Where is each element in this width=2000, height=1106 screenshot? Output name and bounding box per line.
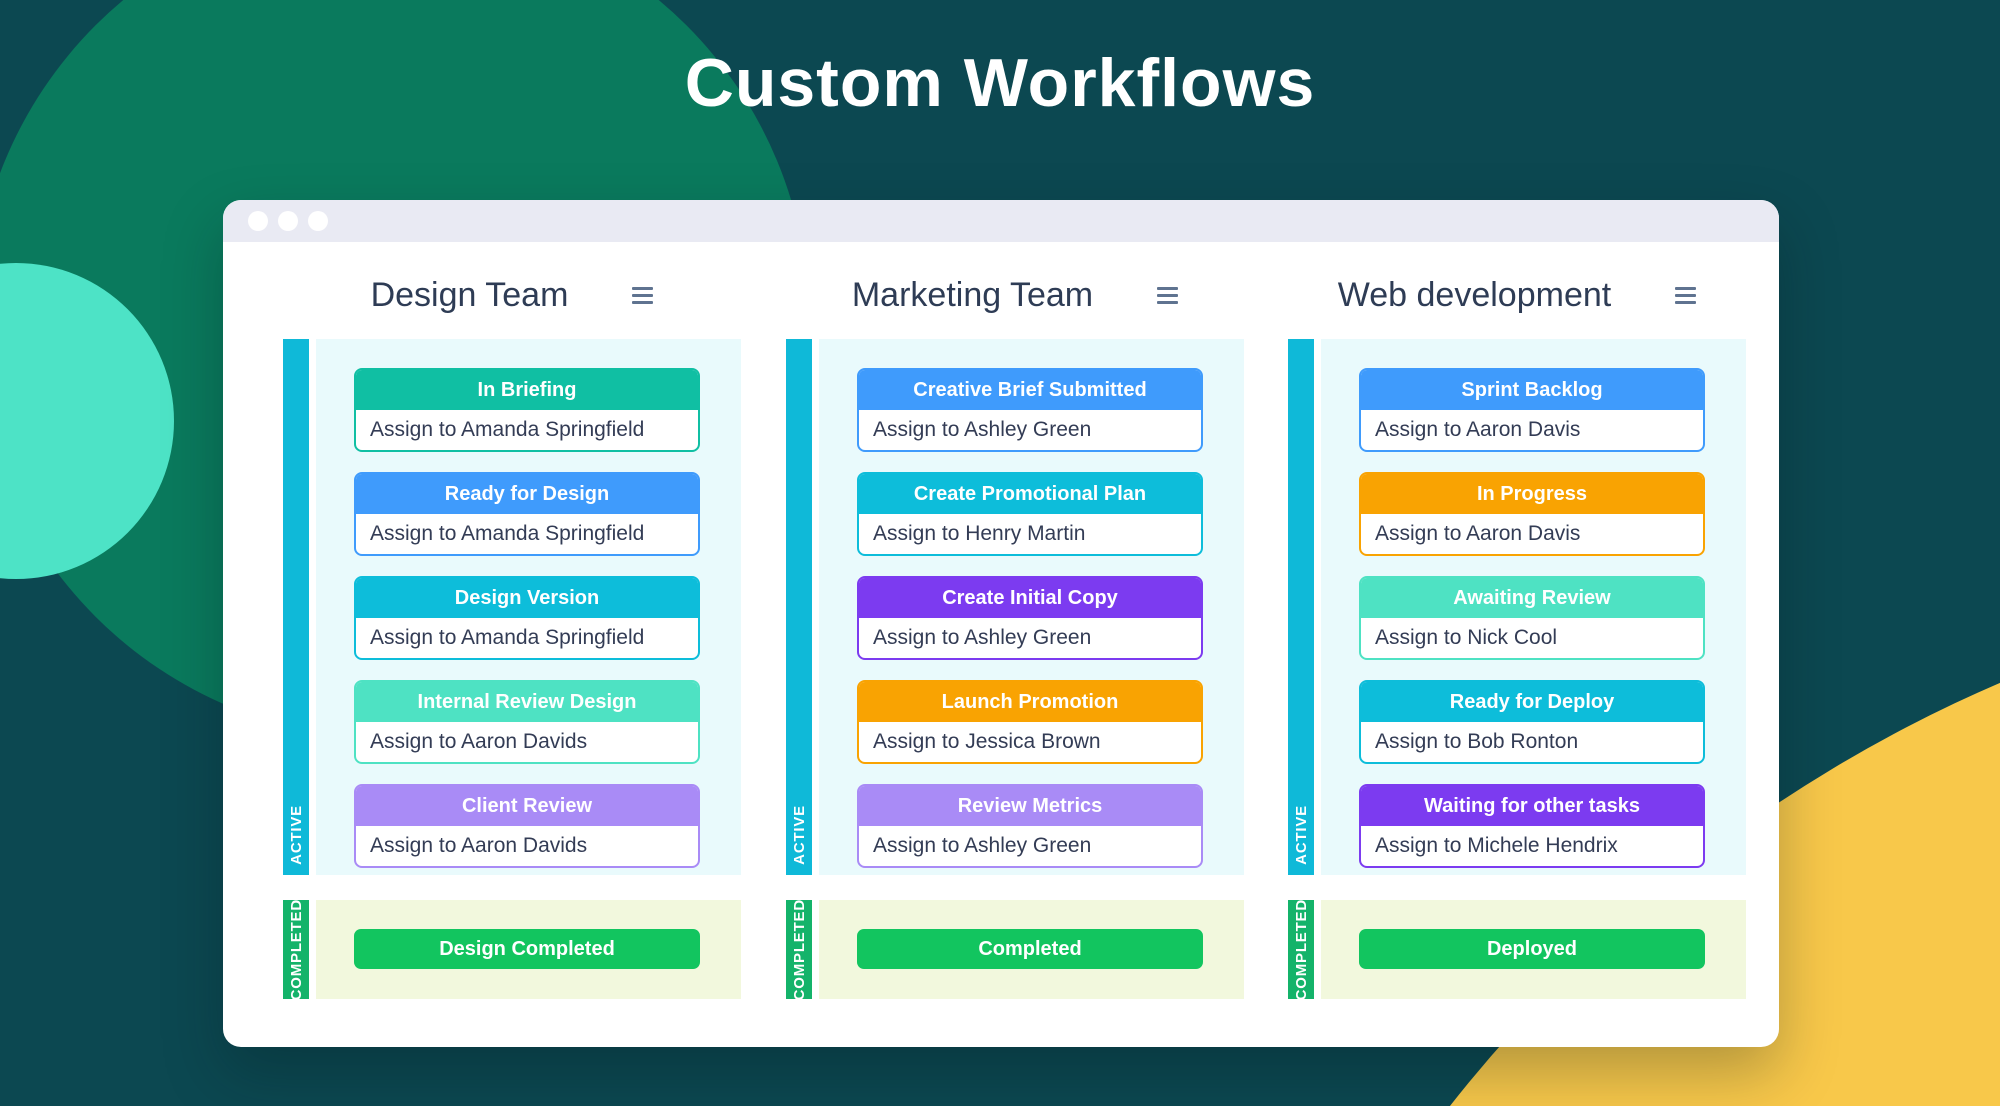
workflow-card[interactable]: Design Version Assign to Amanda Springfi… [354, 576, 700, 660]
active-panel: Sprint Backlog Assign to Aaron Davis In … [1321, 339, 1746, 875]
card-assignee[interactable]: Assign to Michele Hendrix [1375, 834, 1618, 857]
active-section-webdev: ACTIVE Sprint Backlog Assign to Aaron Da… [1288, 339, 1746, 875]
team-name: Design Team [370, 275, 569, 314]
card-assignee[interactable]: Assign to Ashley Green [873, 834, 1092, 857]
workflow-card[interactable]: Ready for Deploy Assign to Bob Ronton [1359, 680, 1705, 764]
card-assignee[interactable]: Assign to Jessica Brown [873, 730, 1101, 753]
active-bar: ACTIVE [1288, 339, 1314, 875]
card-assignee[interactable]: Assign to Henry Martin [873, 522, 1086, 545]
card-status[interactable]: Ready for Design [356, 474, 698, 514]
column-header-marketing: Marketing Team [786, 270, 1244, 320]
menu-icon[interactable] [632, 286, 654, 304]
workflow-card[interactable]: Internal Review Design Assign to Aaron D… [354, 680, 700, 764]
completed-bar: COMPLETED [786, 898, 812, 1001]
card-status[interactable]: Design Version [356, 578, 698, 618]
completed-button[interactable]: Deployed [1359, 929, 1705, 969]
card-assignee[interactable]: Assign to Aaron Davis [1375, 418, 1581, 441]
completed-section-design: COMPLETED Design Completed [283, 898, 741, 1001]
window-titlebar [223, 200, 1779, 242]
completed-label: COMPLETED [1292, 898, 1310, 1001]
completed-bar: COMPLETED [283, 898, 309, 1001]
app-window: Design Team Marketing Team Web developme… [223, 200, 1779, 1047]
workflow-card[interactable]: Launch Promotion Assign to Jessica Brown [857, 680, 1203, 764]
workflow-card[interactable]: Create Initial Copy Assign to Ashley Gre… [857, 576, 1203, 660]
card-status[interactable]: Launch Promotion [859, 682, 1201, 722]
card-assignee[interactable]: Assign to Amanda Springfield [370, 522, 645, 545]
card-assignee[interactable]: Assign to Ashley Green [873, 626, 1092, 649]
active-bar: ACTIVE [283, 339, 309, 875]
completed-section-webdev: COMPLETED Deployed [1288, 898, 1746, 1001]
active-section-marketing: ACTIVE Creative Brief Submitted Assign t… [786, 339, 1244, 875]
workflow-card[interactable]: Sprint Backlog Assign to Aaron Davis [1359, 368, 1705, 452]
window-control-dot[interactable] [308, 211, 328, 231]
card-status[interactable]: Create Promotional Plan [859, 474, 1201, 514]
card-assignee[interactable]: Assign to Amanda Springfield [370, 626, 645, 649]
completed-bar: COMPLETED [1288, 898, 1314, 1001]
card-assignee[interactable]: Assign to Aaron Davis [1375, 522, 1581, 545]
active-label: ACTIVE [1292, 805, 1310, 865]
column-header-webdev: Web development [1288, 270, 1746, 320]
card-assignee[interactable]: Assign to Ashley Green [873, 418, 1092, 441]
workflow-card[interactable]: Waiting for other tasks Assign to Michel… [1359, 784, 1705, 868]
completed-button[interactable]: Design Completed [354, 929, 700, 969]
active-section-design: ACTIVE In Briefing Assign to Amanda Spri… [283, 339, 741, 875]
card-status[interactable]: In Progress [1361, 474, 1703, 514]
menu-icon[interactable] [1675, 286, 1697, 304]
completed-label: COMPLETED [287, 898, 305, 1001]
completed-label: COMPLETED [790, 898, 808, 1001]
menu-icon[interactable] [1157, 286, 1179, 304]
card-status[interactable]: Creative Brief Submitted [859, 370, 1201, 410]
card-status[interactable]: Waiting for other tasks [1361, 786, 1703, 826]
workflow-card[interactable]: Client Review Assign to Aaron Davids [354, 784, 700, 868]
workflow-card[interactable]: In Briefing Assign to Amanda Springfield [354, 368, 700, 452]
card-assignee[interactable]: Assign to Aaron Davids [370, 834, 588, 857]
completed-panel: Completed [819, 900, 1244, 999]
active-panel: In Briefing Assign to Amanda Springfield… [316, 339, 741, 875]
card-status[interactable]: Client Review [356, 786, 698, 826]
card-assignee[interactable]: Assign to Amanda Springfield [370, 418, 645, 441]
workflow-card[interactable]: Review Metrics Assign to Ashley Green [857, 784, 1203, 868]
window-control-dot[interactable] [248, 211, 268, 231]
card-status[interactable]: Review Metrics [859, 786, 1201, 826]
workflow-card[interactable]: Ready for Design Assign to Amanda Spring… [354, 472, 700, 556]
active-label: ACTIVE [790, 805, 808, 865]
team-name: Marketing Team [851, 275, 1094, 314]
card-assignee[interactable]: Assign to Nick Cool [1375, 626, 1558, 649]
workflow-card[interactable]: Create Promotional Plan Assign to Henry … [857, 472, 1203, 556]
column-header-design: Design Team [283, 270, 741, 320]
card-status[interactable]: Awaiting Review [1361, 578, 1703, 618]
active-bar: ACTIVE [786, 339, 812, 875]
completed-panel: Design Completed [316, 900, 741, 999]
card-status[interactable]: Create Initial Copy [859, 578, 1201, 618]
card-assignee[interactable]: Assign to Bob Ronton [1375, 730, 1579, 753]
card-assignee[interactable]: Assign to Aaron Davids [370, 730, 588, 753]
active-label: ACTIVE [287, 805, 305, 865]
active-panel: Creative Brief Submitted Assign to Ashle… [819, 339, 1244, 875]
card-status[interactable]: Ready for Deploy [1361, 682, 1703, 722]
completed-panel: Deployed [1321, 900, 1746, 999]
window-control-dot[interactable] [278, 211, 298, 231]
workflow-card[interactable]: In Progress Assign to Aaron Davis [1359, 472, 1705, 556]
page-title: Custom Workflows [684, 45, 1316, 121]
card-status[interactable]: Sprint Backlog [1361, 370, 1703, 410]
card-status[interactable]: In Briefing [356, 370, 698, 410]
workflow-card[interactable]: Creative Brief Submitted Assign to Ashle… [857, 368, 1203, 452]
completed-section-marketing: COMPLETED Completed [786, 898, 1244, 1001]
team-name: Web development [1337, 275, 1612, 314]
card-status[interactable]: Internal Review Design [356, 682, 698, 722]
completed-button[interactable]: Completed [857, 929, 1203, 969]
workflow-card[interactable]: Awaiting Review Assign to Nick Cool [1359, 576, 1705, 660]
